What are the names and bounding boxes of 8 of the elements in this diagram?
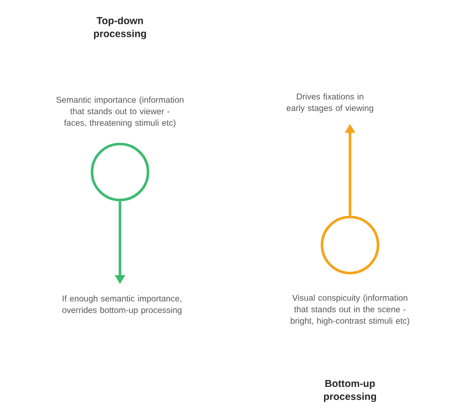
description-text: Visual conspicuity (information that stands out in the scene - bright, high-contrast stimuli etc) xyxy=(290,294,410,326)
circle-shape xyxy=(320,216,380,274)
caption-text: Drives fixations in early stages of viewing xyxy=(286,93,374,113)
heading: Bottom-up processing xyxy=(324,380,376,402)
circle-shape xyxy=(90,142,150,202)
description-text: Semantic importance (information that stands out to viewer - faces, threatening stimuli etc) xyxy=(56,96,184,128)
caption-text: If enough semantic importance, overrides bottom-up processing xyxy=(62,295,182,315)
heading: Top-down processing xyxy=(94,16,146,40)
